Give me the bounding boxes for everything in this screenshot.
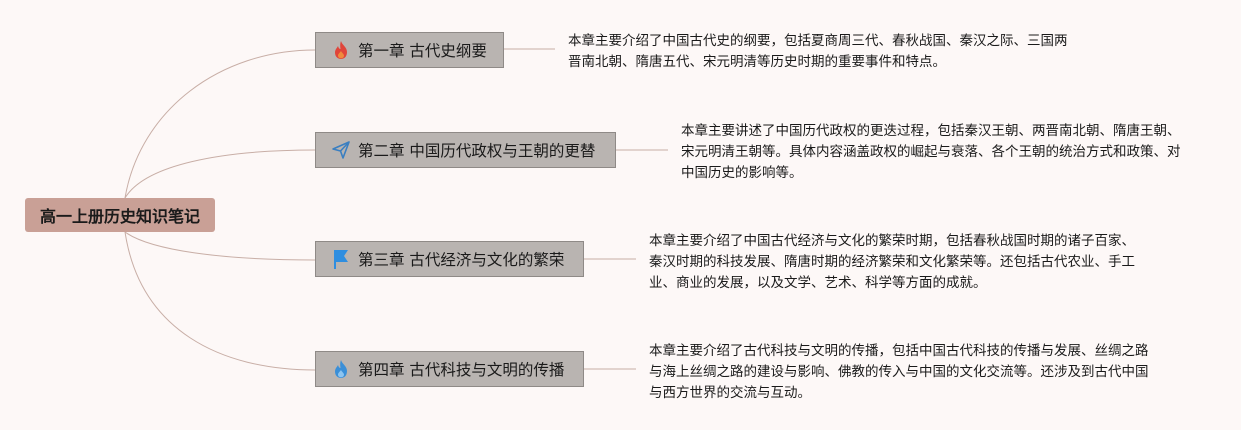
root-title: 高一上册历史知识笔记 (39, 207, 200, 226)
chapter-description-3: 本章主要介绍了中国古代经济与文化的繁荣时期，包括春秋战国时期的诸子百家、秦汉时期… (649, 233, 1135, 291)
flag-icon (330, 248, 352, 270)
chapter-title-4: 第四章 古代科技与文明的传播 (358, 361, 565, 379)
chapter-node-4[interactable]: 第四章 古代科技与文明的传播 (315, 351, 584, 387)
chapter-title-2: 第二章 中国历代政权与王朝的更替 (358, 142, 596, 160)
chapter-title-1: 第一章 古代史纲要 (358, 42, 487, 60)
connector-root-ch2 (124, 149, 316, 199)
flame-icon (330, 358, 352, 380)
chapter-description-4: 本章主要介绍了古代科技与文明的传播，包括中国古代科技的传播与发展、丝绸之路与海上… (649, 343, 1149, 401)
chapter-node-1[interactable]: 第一章 古代史纲要 (315, 32, 504, 68)
chapter-title-3: 第三章 古代经济与文化的繁荣 (358, 251, 565, 269)
chapter-node-2[interactable]: 第二章 中国历代政权与王朝的更替 (315, 132, 616, 168)
paper-plane-icon (330, 139, 352, 161)
root-node[interactable]: 高一上册历史知识笔记 (25, 198, 215, 232)
connector-root-ch3 (124, 231, 316, 261)
chapter-description-2: 本章主要讲述了中国历代政权的更迭过程，包括秦汉王朝、两晋南北朝、隋唐王朝、宋元明… (681, 123, 1181, 181)
fire-icon (330, 39, 352, 61)
chapter-description-1: 本章主要介绍了中国古代史的纲要，包括夏商周三代、春秋战国、秦汉之际、三国两晋南北… (568, 33, 1068, 70)
connector-root-ch1 (124, 49, 316, 199)
connector-root-ch4 (124, 231, 316, 371)
chapter-node-3[interactable]: 第三章 古代经济与文化的繁荣 (315, 241, 584, 277)
